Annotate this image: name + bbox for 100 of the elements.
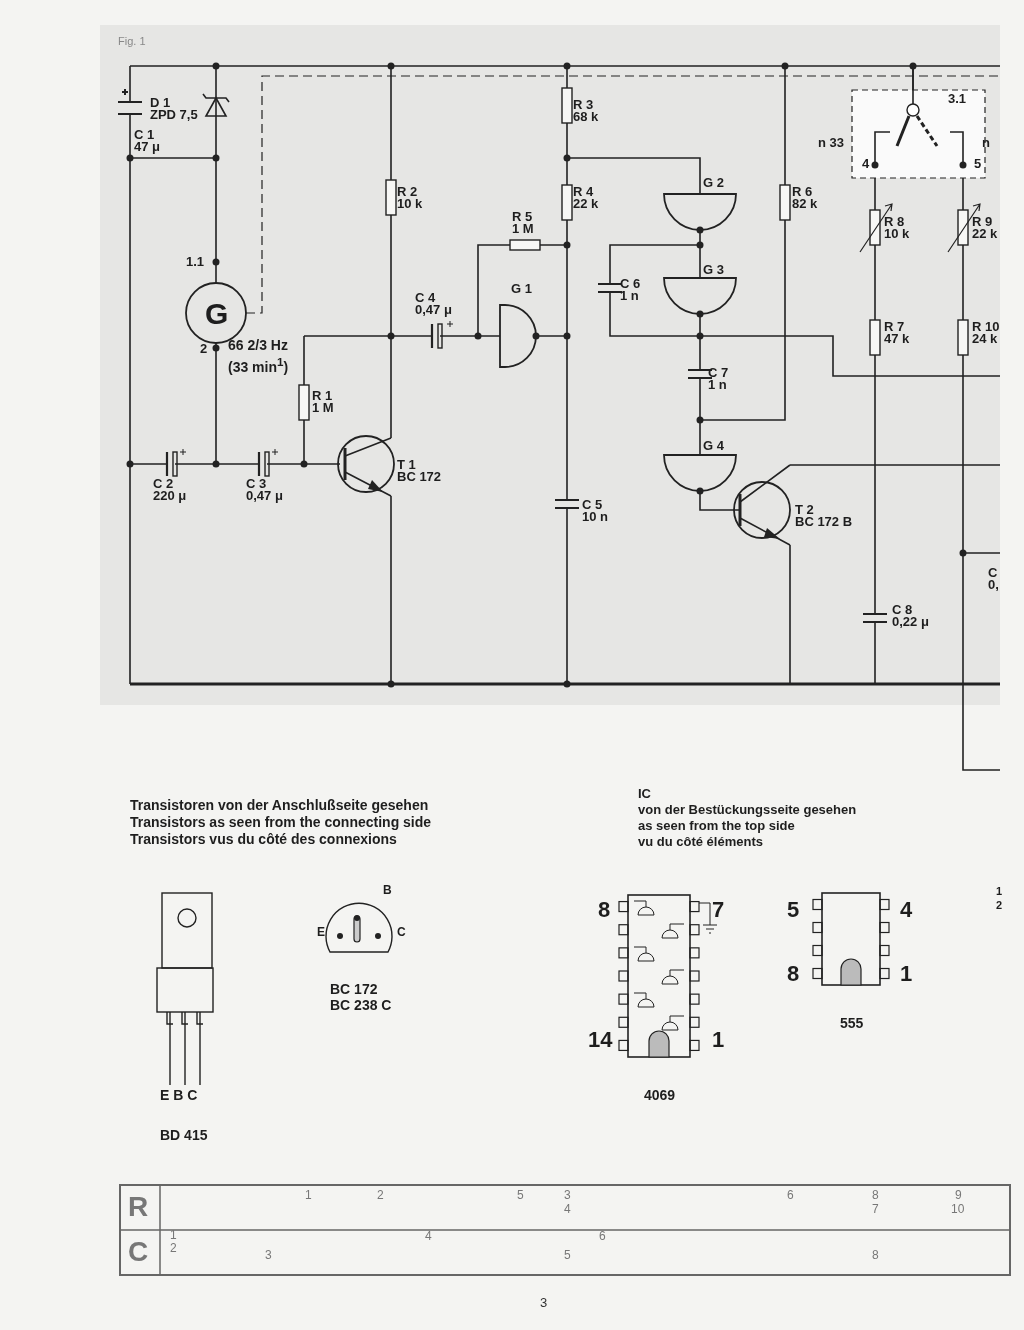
pin-label: 5 <box>974 157 982 171</box>
pin-number: 8 <box>598 898 611 922</box>
table-number: 8 <box>872 1249 879 1262</box>
component-label: 24 k <box>972 332 998 346</box>
caption-text: as seen from the top side <box>638 819 795 833</box>
pin-label: E B C <box>160 1088 198 1103</box>
pin-number: 1 <box>996 886 1003 898</box>
component-label: G 4 <box>703 439 724 453</box>
component-label: C 2 <box>153 477 174 491</box>
table-number: 3 <box>265 1249 272 1262</box>
component-label: R 1 <box>312 389 333 403</box>
pin-label: C <box>397 926 406 939</box>
table-number: 6 <box>787 1189 794 1202</box>
table-number: 2 <box>377 1189 384 1202</box>
table-number: 1 <box>170 1229 177 1242</box>
pin-label: B <box>383 884 392 897</box>
table-number: 3 <box>564 1189 571 1202</box>
table-number: 6 <box>599 1230 606 1243</box>
pin-number: 1 <box>900 962 913 986</box>
component-label: 22 k <box>573 197 599 211</box>
component-label: 3.1 <box>948 92 967 106</box>
component-label: 10 n <box>582 510 608 524</box>
caption-text: von der Bestückungsseite gesehen <box>638 803 857 817</box>
component-label: R 8 <box>884 215 905 229</box>
component-label: R 5 <box>512 210 533 224</box>
table-number: 7 <box>872 1203 879 1216</box>
component-label: C 4 <box>415 291 436 305</box>
pin-number: 5 <box>787 898 800 922</box>
component-label: C 1 <box>134 128 155 142</box>
component-label: G 1 <box>511 282 532 296</box>
table-number: 5 <box>564 1249 571 1262</box>
table-number: 10 <box>951 1203 965 1216</box>
component-label: n 33 <box>818 136 844 150</box>
component-label: BC 172 B <box>795 515 853 529</box>
component-label: T 1 <box>397 458 416 472</box>
component-label: 0, <box>988 578 999 592</box>
component-label: R 4 <box>573 185 594 199</box>
table-row-header: R <box>128 1192 149 1222</box>
pin-number: 2 <box>996 900 1003 912</box>
pin-number: 8 <box>787 962 800 986</box>
table-number: 1 <box>305 1189 312 1202</box>
figure-label: Fig. 1 <box>118 36 146 48</box>
component-label: R 2 <box>397 185 418 199</box>
component-label: 47 μ <box>134 140 161 154</box>
component-label: 1 M <box>312 401 334 415</box>
component-label: 1 n <box>708 378 727 392</box>
component-label: 66 2/3 Hz <box>228 338 288 353</box>
component-label: n <box>982 136 990 150</box>
table-row-header: C <box>128 1237 149 1267</box>
caption-text: IC <box>638 787 651 801</box>
component-label: C <box>988 566 998 580</box>
component-label: G 3 <box>703 263 724 277</box>
component-label: 68 k <box>573 110 599 124</box>
component-label: R 9 <box>972 215 993 229</box>
table-number: 4 <box>425 1230 432 1243</box>
table-number: 4 <box>564 1203 571 1216</box>
component-label: R 10 <box>972 320 1000 334</box>
component-label: G 2 <box>703 176 724 190</box>
caption-text: vu du côté éléments <box>638 835 763 849</box>
component-label: 22 k <box>972 227 998 241</box>
pin-label: E <box>317 926 325 939</box>
component-label: ZPD 7,5 <box>150 108 198 122</box>
pin-label: 4 <box>862 157 870 171</box>
component-label: 0,47 μ <box>246 489 283 503</box>
part-number: 4069 <box>644 1088 676 1103</box>
pin-number: 7 <box>712 898 725 922</box>
page-number: 3 <box>540 1296 548 1310</box>
part-number: BC 238 C <box>330 998 392 1013</box>
component-label: BC 172 <box>397 470 442 484</box>
component-label: R 3 <box>573 98 594 112</box>
component-label: 0,22 μ <box>892 615 929 629</box>
pin-label: 1.1 <box>186 255 205 269</box>
component-label: 47 k <box>884 332 910 346</box>
caption-text: Transistors as seen from the connecting side <box>130 815 432 830</box>
caption-text: Transistors vus du côté des connexions <box>130 832 397 847</box>
table-number: 2 <box>170 1242 177 1255</box>
part-number: 555 <box>840 1016 864 1031</box>
component-label: D 1 <box>150 96 171 110</box>
component-label: (33 min$^{1}$) <box>228 356 289 375</box>
pin-number: 1 <box>712 1028 725 1052</box>
part-number: BC 172 <box>330 982 378 997</box>
component-label: 1 M <box>512 222 534 236</box>
component-label: C 8 <box>892 603 913 617</box>
component-label: C 3 <box>246 477 267 491</box>
part-number: BD 415 <box>160 1128 208 1143</box>
component-label: 82 k <box>792 197 818 211</box>
pin-label: 2 <box>200 342 208 356</box>
component-label: C 5 <box>582 498 603 512</box>
symbol-letter: G <box>205 298 229 330</box>
table-number: 8 <box>872 1189 879 1202</box>
table-number: 9 <box>955 1189 962 1202</box>
component-label: 1 n <box>620 289 639 303</box>
component-label: 10 k <box>397 197 423 211</box>
component-label: 10 k <box>884 227 910 241</box>
component-label: R 7 <box>884 320 905 334</box>
component-label: 220 μ <box>153 489 187 503</box>
component-label: 0,47 μ <box>415 303 452 317</box>
caption-text: Transistoren von der Anschlußseite gesehen <box>130 798 429 813</box>
component-label: R 6 <box>792 185 813 199</box>
pin-number: 4 <box>900 898 913 922</box>
